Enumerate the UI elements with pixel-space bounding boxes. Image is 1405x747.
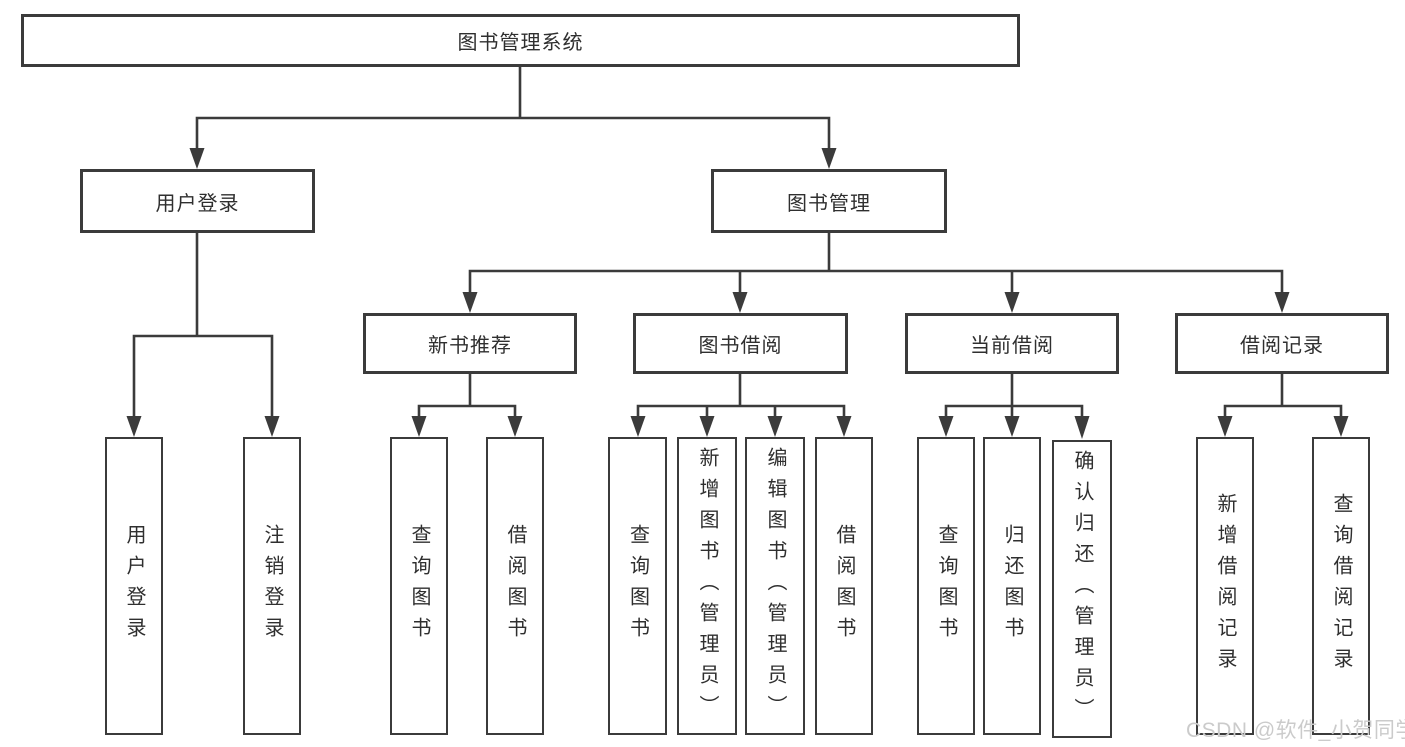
node-current-borrow: 当前借阅	[905, 313, 1119, 374]
edge-borrow-record-split	[1223, 372, 1343, 421]
edge-book-management-split	[468, 231, 1284, 297]
node-label: 新书推荐	[428, 335, 512, 357]
leaf-user-login: 用户登录	[105, 437, 163, 735]
edge-book-borrow-split	[636, 372, 846, 421]
csdn-watermark: CSDN @软件_小贺同学	[1186, 719, 1405, 742]
node-label: 注销登录	[261, 524, 283, 648]
edge-current-borrow-split	[944, 372, 1084, 421]
leaf-add-borrow-record: 新增借阅记录	[1196, 437, 1254, 735]
node-label: 新增借阅记录	[1214, 493, 1236, 679]
node-label: 图书管理	[787, 192, 871, 215]
node-label: 借阅图书	[504, 524, 526, 648]
leaf-return-books: 归还图书	[983, 437, 1041, 735]
leaf-borrow-books: 借阅图书	[815, 437, 873, 735]
node-book-borrow: 图书借阅	[633, 313, 848, 374]
node-borrow-record: 借阅记录	[1175, 313, 1389, 374]
leaf-logout: 注销登录	[243, 437, 301, 735]
node-label: 借阅图书	[833, 524, 855, 648]
node-new-book-recommend: 新书推荐	[363, 313, 577, 374]
leaf-edit-books-admin: 编辑图书（管理员）	[745, 437, 805, 735]
node-label: 用户登录	[155, 192, 240, 215]
leaf-query-borrow-record: 查询借阅记录	[1312, 437, 1370, 735]
node-label: 查询图书	[935, 524, 957, 648]
node-label: 借阅记录	[1240, 335, 1324, 357]
leaf-confirm-return-admin: 确认归还（管理员）	[1052, 440, 1112, 738]
node-label: 用户登录	[123, 524, 145, 648]
node-label: 图书管理系统	[457, 32, 584, 54]
leaf-query-books-current: 查询图书	[917, 437, 975, 735]
node-label: 新增图书（管理员）	[696, 446, 718, 726]
node-label: 查询借阅记录	[1330, 493, 1352, 679]
node-label: 查询图书	[408, 524, 430, 648]
node-label: 确认归还（管理员）	[1071, 449, 1093, 729]
edge-user-login-split	[132, 231, 274, 421]
edge-root-split	[195, 65, 831, 152]
node-label: 图书借阅	[698, 335, 783, 357]
node-book-management: 图书管理	[711, 169, 947, 233]
leaf-borrow-books-recommend: 借阅图书	[486, 437, 544, 735]
node-label: 当前借阅	[970, 335, 1054, 357]
node-label: 归还图书	[1001, 524, 1023, 648]
leaf-query-books-borrow: 查询图书	[608, 437, 667, 735]
edge-new-book-split	[417, 372, 517, 421]
leaf-add-books-admin: 新增图书（管理员）	[677, 437, 737, 735]
node-user-login: 用户登录	[80, 169, 315, 233]
leaf-query-books-recommend: 查询图书	[390, 437, 448, 735]
node-label: 编辑图书（管理员）	[764, 446, 786, 726]
node-system-root: 图书管理系统	[21, 14, 1020, 67]
node-label: 查询图书	[626, 524, 649, 648]
